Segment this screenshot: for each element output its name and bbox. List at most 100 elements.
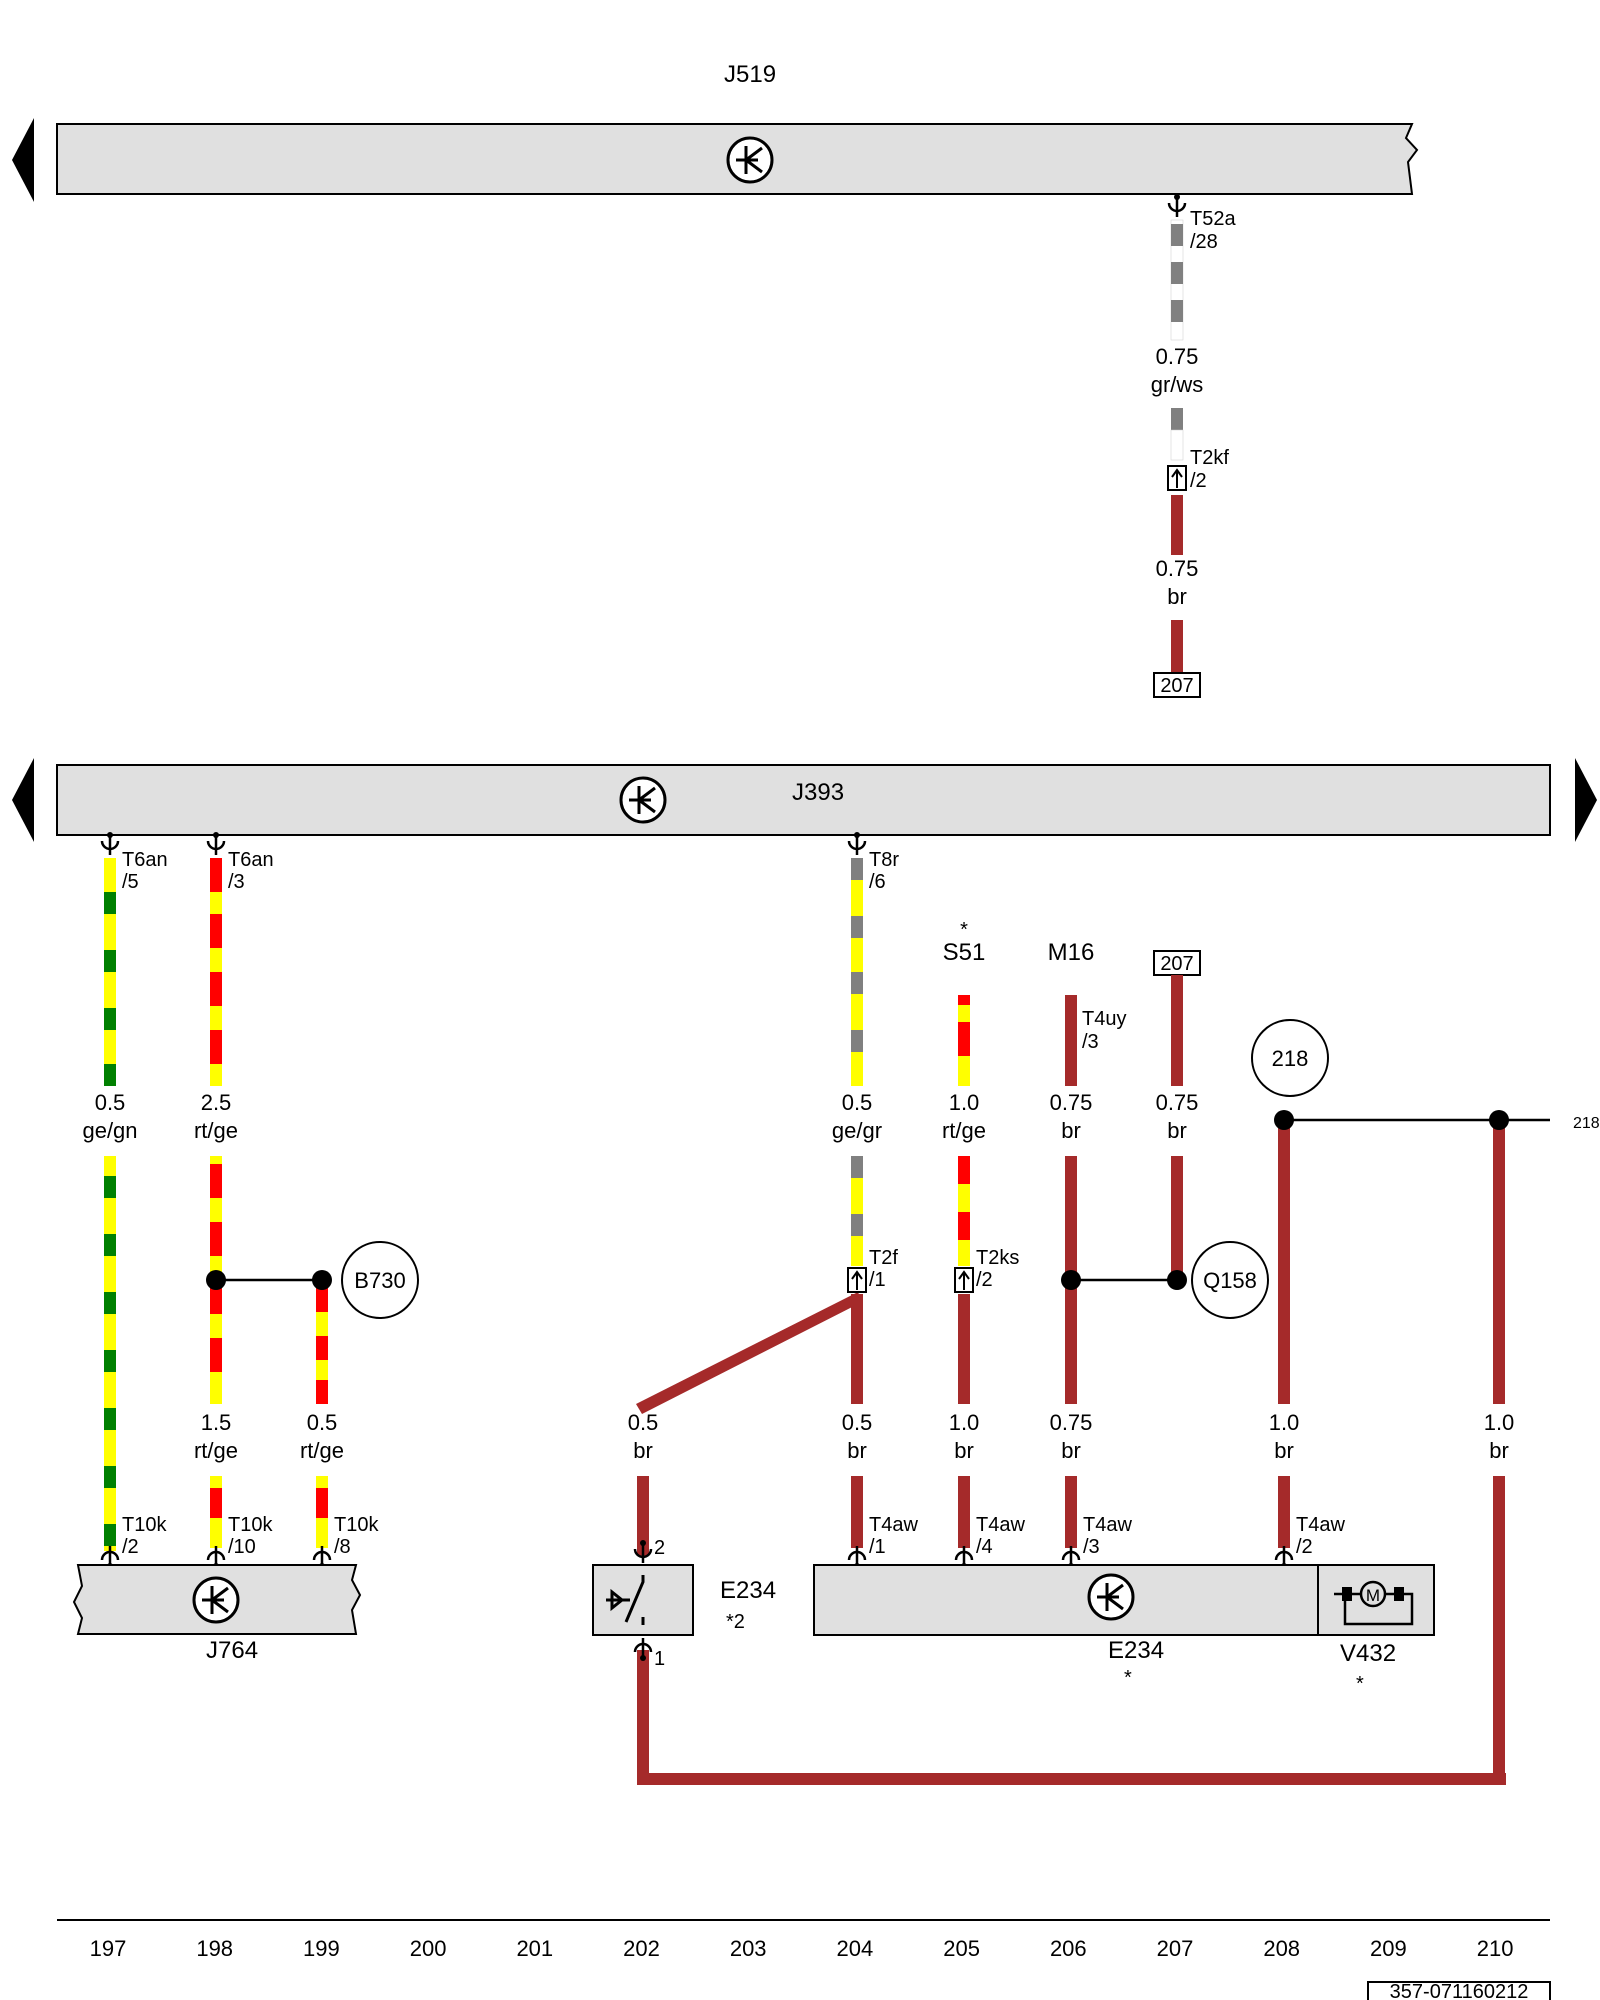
ref-box-207-mid-label: 207 — [1160, 953, 1193, 975]
t10k8-label: T10k — [334, 1514, 379, 1536]
edge-218-label: 218 — [1573, 1115, 1600, 1132]
grid-number: 207 — [1157, 1936, 1194, 1961]
grid-number: 202 — [623, 1936, 660, 1961]
wire-207-upper-color: gr/ws — [1151, 372, 1204, 397]
grid-number: 209 — [1370, 1936, 1407, 1961]
t2ks-connector-icon — [954, 1267, 974, 1293]
t4aw3-label: T4aw — [1083, 1514, 1132, 1536]
t4aw2-pin: /2 — [1296, 1536, 1313, 1558]
wire-198-lower-color: rt/ge — [194, 1438, 238, 1463]
wire-202 — [636, 1292, 1506, 1785]
wire-207-lower-size: 0.75 — [1156, 1090, 1199, 1115]
wire-207-upper — [1170, 219, 1184, 675]
splice-dot-207 — [1167, 1270, 1187, 1290]
t4aw3-pin: /3 — [1083, 1536, 1100, 1558]
e234-switch-label: E234 — [720, 1577, 776, 1604]
switch-icon — [606, 1575, 645, 1625]
wire-210-size: 1.0 — [1484, 1410, 1515, 1435]
wire-198-upper-size: 2.5 — [201, 1090, 232, 1115]
wire-204-upper-color: ge/gr — [832, 1118, 882, 1143]
wire-205 — [958, 995, 970, 1548]
wire-199-size: 0.5 — [307, 1410, 338, 1435]
ref-box-207-top — [1153, 672, 1201, 698]
grid-number: 208 — [1263, 1936, 1300, 1961]
grid-number: 199 — [303, 1936, 340, 1961]
wire-199 — [316, 1280, 328, 1548]
wire-208 — [1278, 1120, 1290, 1548]
s51-label: S51 — [943, 939, 986, 966]
t10k10-label: T10k — [228, 1514, 273, 1536]
t10k2-label: T10k — [122, 1514, 167, 1536]
b730-label: B730 — [354, 1268, 405, 1293]
wire-205-upper-size: 1.0 — [949, 1090, 980, 1115]
wire-208-size: 1.0 — [1269, 1410, 1300, 1435]
switch-pin1-label: 1 — [654, 1648, 665, 1670]
q158-label: Q158 — [1203, 1268, 1257, 1293]
t2f-label: T2f — [869, 1247, 898, 1269]
t10k10-pin: /10 — [228, 1536, 256, 1558]
wire-197-color: ge/gn — [82, 1118, 137, 1143]
t6an3-label: T6an — [228, 849, 274, 871]
wire-207-mid-color: br — [1167, 584, 1187, 609]
grid-number: 200 — [410, 1936, 447, 1961]
t4aw2-label: T4aw — [1296, 1514, 1345, 1536]
doc-id: 357-071160212 — [1390, 1981, 1529, 2000]
wire-204-lower-color: br — [847, 1438, 867, 1463]
b730-reference-circle — [341, 1241, 419, 1319]
j519-control-unit-icon — [726, 136, 774, 184]
t6an5-label: T6an — [122, 849, 168, 871]
wire-205-lower-size: 1.0 — [949, 1410, 980, 1435]
t6an5-pin: /5 — [122, 871, 139, 893]
t52a-pin: /28 — [1190, 231, 1218, 253]
t4aw1-label: T4aw — [869, 1514, 918, 1536]
wire-199-color: rt/ge — [300, 1438, 344, 1463]
wire-207-mid-size: 0.75 — [1156, 556, 1199, 581]
splice-dot-206 — [1061, 1270, 1081, 1290]
wire-198-lower-size: 1.5 — [201, 1410, 232, 1435]
wire-206-upper-size: 0.75 — [1050, 1090, 1093, 1115]
wire-204-lower-size: 0.5 — [842, 1410, 873, 1435]
t2kf-pin: /2 — [1190, 470, 1207, 492]
e234-unit-note: * — [1124, 1667, 1132, 1689]
motor-icon: M — [1334, 1580, 1414, 1626]
t8r-pin: /6 — [869, 871, 886, 893]
j393-band — [56, 764, 1551, 836]
t6an3-pin: /3 — [228, 871, 245, 893]
t10k2-pin: /2 — [122, 1536, 139, 1558]
j393-label: J393 — [792, 779, 844, 806]
j764-label: J764 — [206, 1637, 258, 1664]
grid-number: 205 — [943, 1936, 980, 1961]
t4aw4-pin: /4 — [976, 1536, 993, 1558]
t8r-label: T8r — [869, 849, 899, 871]
t10k8-pin: /8 — [334, 1536, 351, 1558]
wire-205-lower-color: br — [954, 1438, 974, 1463]
grid-number: 204 — [837, 1936, 874, 1961]
splice-dot-210 — [1489, 1110, 1509, 1130]
q158-reference-circle — [1191, 1241, 1269, 1319]
ref-218-circle — [1251, 1019, 1329, 1097]
splice-dot-208 — [1274, 1110, 1294, 1130]
wire-207-upper-size: 0.75 — [1156, 344, 1199, 369]
v432-note: * — [1356, 1673, 1364, 1695]
j519-continuation-arrow — [12, 118, 34, 202]
grid-number: 197 — [90, 1936, 127, 1961]
wire-197-size: 0.5 — [95, 1090, 126, 1115]
e234-unit-box — [813, 1564, 1435, 1636]
t52a-pin-icon — [1167, 192, 1187, 219]
t2f-connector-icon — [847, 1267, 867, 1293]
wire-202-color: br — [633, 1438, 653, 1463]
v432-label: V432 — [1340, 1640, 1396, 1667]
wire-207-lower-color: br — [1167, 1118, 1187, 1143]
ref-box-207-top-label: 207 — [1160, 675, 1193, 697]
doc-id-box — [1367, 1981, 1551, 2000]
wire-206-lower-color: br — [1061, 1438, 1081, 1463]
t4uy-pin: /3 — [1082, 1031, 1099, 1053]
e234-switch-note: *2 — [726, 1611, 745, 1633]
e234-control-unit-icon — [1087, 1573, 1135, 1621]
splice-dot-198 — [206, 1270, 226, 1290]
t2kf-connector-icon — [1167, 465, 1187, 491]
wire-210-color: br — [1489, 1438, 1509, 1463]
grid-number: 203 — [730, 1936, 767, 1961]
